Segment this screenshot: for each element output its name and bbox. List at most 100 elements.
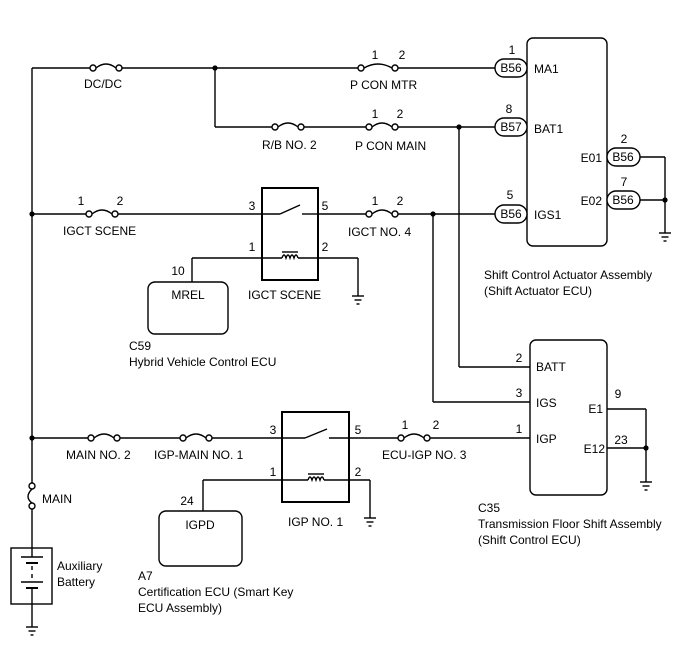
pin-number: 2: [433, 418, 440, 432]
terminal-label: BAT1: [534, 122, 563, 136]
component-name: (Shift Control ECU): [478, 533, 581, 547]
pin-number: 2: [322, 240, 329, 254]
component-code: C35: [478, 501, 500, 515]
connector-code: B56: [500, 61, 522, 75]
wires: [31, 67, 666, 627]
text-labels: B56 B57 B56 B56 B56 DC/DC P CON MTR R/B …: [42, 43, 662, 615]
ground-icon: [640, 481, 652, 491]
auxiliary-battery: [10, 547, 53, 605]
component-name: Certification ECU (Smart Key: [138, 585, 293, 599]
pin-number: 2: [397, 194, 404, 208]
pin-number: 10: [171, 264, 185, 278]
fuse-igct-no4: [365, 209, 399, 218]
terminal-label: IGPD: [185, 518, 215, 532]
ground-icon: [659, 232, 671, 242]
terminal-label: IGP: [536, 432, 557, 446]
fuse-igp-main-no1: [179, 433, 213, 442]
pin-number: 7: [621, 175, 628, 189]
fuse-label: IGP-MAIN NO. 1: [154, 448, 244, 462]
fuse-main: [27, 482, 36, 510]
connector-code: B56: [500, 207, 522, 221]
connector-b56-igs1: [494, 204, 528, 224]
ground-icon: [26, 626, 38, 636]
component-name: (Shift Actuator ECU): [484, 284, 592, 298]
pin-number: 1: [509, 43, 516, 57]
fuse-label: ECU-IGP NO. 3: [382, 448, 467, 462]
pin-number: 3: [270, 423, 277, 437]
pin-number: 8: [506, 102, 513, 116]
terminal-label: MREL: [171, 288, 205, 302]
component-name: Shift Control Actuator Assembly: [484, 268, 652, 282]
pin-number: 23: [614, 433, 628, 447]
fuse-rb-no2: [271, 122, 305, 131]
pin-number: 3: [249, 199, 256, 213]
fuse-p-con-main: [365, 122, 399, 131]
pin-number: 1: [516, 422, 523, 436]
terminal-label: E01: [581, 151, 603, 165]
fuse-label: MAIN: [42, 492, 72, 506]
fuse-label: IGCT NO. 4: [348, 225, 411, 239]
connector-b57-bat1: [494, 117, 528, 137]
pin-number: 9: [615, 387, 622, 401]
relay-label: IGP NO. 1: [288, 515, 343, 529]
connector-code: B57: [500, 120, 522, 134]
pin-number: 5: [355, 423, 362, 437]
relay-igct-scene: [261, 187, 319, 281]
fuse-dcdc: [89, 63, 123, 72]
fuse-label: P CON MTR: [350, 78, 417, 92]
pin-number: 3: [516, 386, 523, 400]
pin-number: 2: [399, 48, 406, 62]
pin-number: 1: [372, 107, 379, 121]
pin-number: 1: [270, 465, 277, 479]
terminal-label: IGS: [536, 396, 557, 410]
component-code: C59: [129, 339, 151, 353]
connector-b56-e02: [606, 190, 641, 210]
ground-icon: [352, 295, 364, 305]
shift-actuator-ecu-box: [526, 37, 608, 247]
connector-b56-ma1: [494, 58, 528, 78]
connector-b56-e01: [606, 147, 641, 167]
pin-number: 2: [117, 194, 124, 208]
pin-number: 2: [355, 465, 362, 479]
fuse-label: P CON MAIN: [355, 139, 426, 153]
battery-label: Battery: [57, 575, 95, 589]
fuse-main-no2: [87, 433, 121, 442]
pin-number: 2: [516, 351, 523, 365]
fuse-ecu-igp-no3: [397, 433, 431, 442]
connector-code: B56: [612, 150, 634, 164]
battery-label: Auxiliary: [57, 559, 102, 573]
pin-number: 24: [180, 494, 194, 508]
pin-number: 1: [78, 194, 85, 208]
terminal-label: IGS1: [534, 208, 562, 222]
pin-number: 1: [249, 240, 256, 254]
component-code: A7: [138, 569, 153, 583]
component-name: Transmission Floor Shift Assembly: [478, 517, 662, 531]
pin-number: 2: [621, 132, 628, 146]
pin-number: 1: [372, 194, 379, 208]
hv-ecu-box: [147, 281, 229, 335]
junction-dots: [29, 65, 668, 451]
terminal-label: BATT: [536, 360, 566, 374]
shift-control-ecu-box: [529, 339, 608, 496]
pin-number: 2: [397, 107, 404, 121]
fuse-label: IGCT SCENE: [63, 224, 136, 238]
terminal-label: E12: [584, 442, 606, 456]
pin-number: 1: [402, 418, 409, 432]
component-name: ECU Assembly): [138, 601, 222, 615]
pin-number: 1: [372, 48, 379, 62]
pin-number: 5: [322, 199, 329, 213]
fuse-label: DC/DC: [84, 77, 122, 91]
fuse-label: MAIN NO. 2: [66, 448, 131, 462]
connector-code: B56: [612, 193, 634, 207]
ground-icon: [364, 517, 376, 527]
component-name: Hybrid Vehicle Control ECU: [129, 355, 276, 369]
relay-igp-no1: [281, 411, 350, 503]
cert-ecu-box: [158, 510, 243, 567]
fuse-p-con-mtr: [357, 63, 399, 72]
relay-label: IGCT SCENE: [248, 288, 321, 302]
fuse-igct-scene: [85, 209, 119, 218]
pin-number: 5: [507, 188, 514, 202]
terminal-label: MA1: [534, 62, 559, 76]
fuse-label: R/B NO. 2: [262, 138, 317, 152]
